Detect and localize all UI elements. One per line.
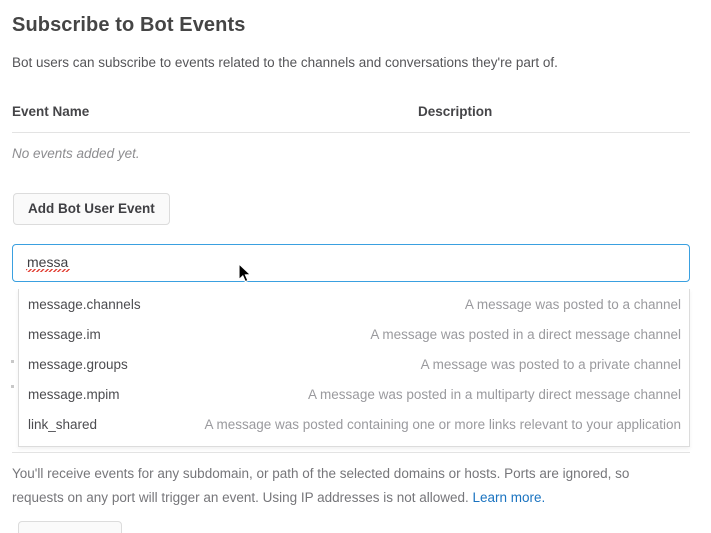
dropdown-option-description: A message was posted in a multiparty dir… [308,387,681,402]
help-text: You'll receive events for any subdomain,… [12,462,684,510]
event-search-input[interactable]: messa [12,244,690,282]
spellcheck-underline [26,269,70,272]
dropdown-option-name: message.mpim [28,387,120,402]
events-table-header: Event Name Description [12,104,690,124]
column-header-event-name: Event Name [12,104,90,119]
dropdown-option[interactable]: message.mpim A message was posted in a mu… [19,381,691,411]
events-empty-state: No events added yet. [12,146,140,161]
table-header-divider [12,132,690,133]
dropdown-option[interactable]: message.channels A message was posted to … [19,291,691,321]
dropdown-option[interactable]: message.groups A message was posted to a … [19,351,691,381]
learn-more-link[interactable]: Learn more. [472,490,546,505]
dropdown-option-name: message.channels [28,297,141,312]
dropdown-option-name: link_shared [28,417,98,432]
dropdown-option[interactable]: message.im A message was posted in a dire… [19,321,691,351]
event-suggestions-dropdown[interactable]: message.channels A message was posted to … [18,289,690,447]
dropdown-option-description: A message was posted to a private channe… [420,357,681,372]
page-subtitle: Bot users can subscribe to events relate… [12,55,558,70]
add-bot-user-event-button[interactable]: Add Bot User Event [13,193,170,225]
dropdown-option-name: message.groups [28,357,128,372]
dropdown-option-name: message.im [28,327,101,342]
occluded-content-mark [11,385,14,388]
page-title: Subscribe to Bot Events [12,14,246,36]
section-divider [12,452,690,453]
dropdown-option[interactable]: link_shared A message was posted containi… [19,411,691,441]
help-text-body: You'll receive events for any subdomain,… [12,466,630,505]
event-search-input-value: messa [27,254,69,270]
column-header-description: Description [418,104,493,119]
dropdown-option-description: A message was posted in a direct message… [370,327,681,342]
occluded-content-mark [11,360,14,363]
bottom-cutoff-button[interactable] [18,521,122,533]
dropdown-option-description: A message was posted containing one or m… [204,417,681,432]
dropdown-option-description: A message was posted to a channel [464,297,681,312]
